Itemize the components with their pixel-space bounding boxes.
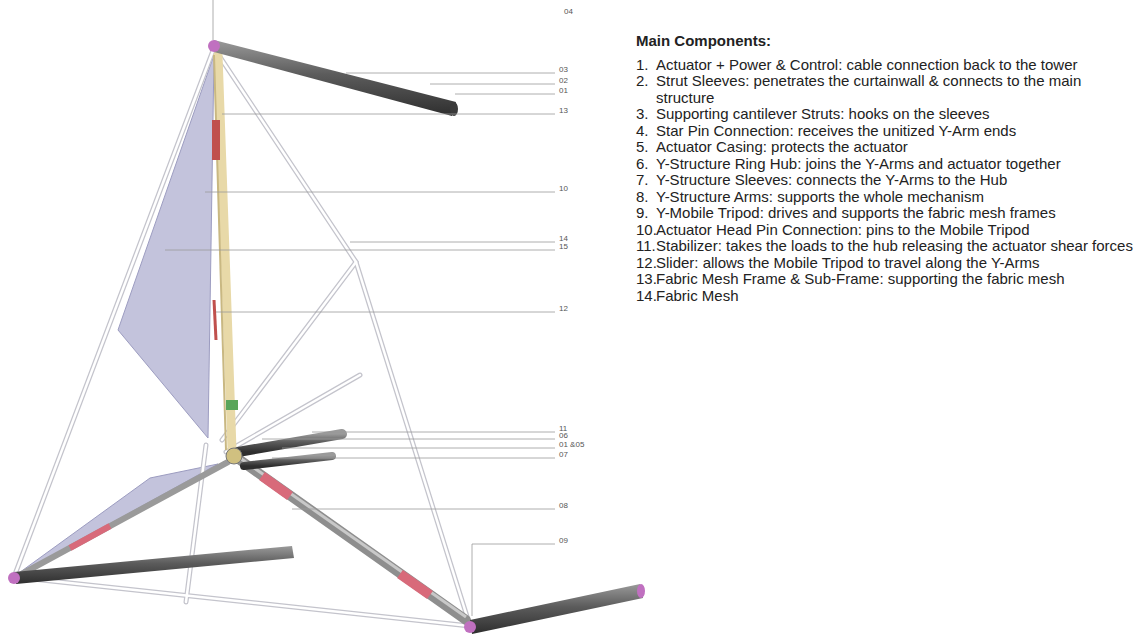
item-number: 3.: [636, 106, 656, 123]
callout-number: 01 &05: [558, 440, 585, 449]
component-item: 3.Supporting cantilever Struts: hooks on…: [636, 106, 1141, 123]
component-description: Y-Structure Ring Hub: joins the Y-Arms a…: [656, 156, 1141, 173]
component-description: Star Pin Connection: receives the unitiz…: [656, 123, 1141, 140]
callout-number: 02: [558, 76, 569, 85]
callout-number: 04: [563, 7, 574, 16]
callout-number: 10: [558, 184, 569, 193]
item-number: 13.: [636, 271, 656, 288]
component-item: 13.Fabric Mesh Frame & Sub-Frame: suppor…: [636, 271, 1141, 288]
component-description: Stabilizer: takes the loads to the hub r…: [656, 238, 1141, 255]
item-number: 4.: [636, 123, 656, 140]
component-description: Supporting cantilever Struts: hooks on t…: [656, 106, 1141, 123]
item-number: 12.: [636, 255, 656, 272]
component-description: Strut Sleeves: penetrates the curtainwal…: [656, 73, 1141, 106]
component-item: 12.Slider: allows the Mobile Tripod to t…: [636, 255, 1141, 272]
item-number: 10.: [636, 222, 656, 239]
component-item: 11.Stabilizer: takes the loads to the hu…: [636, 238, 1141, 255]
item-number: 2.: [636, 73, 656, 106]
item-number: 5.: [636, 139, 656, 156]
callout-number: 03: [558, 65, 569, 74]
component-item: 6.Y-Structure Ring Hub: joins the Y-Arms…: [636, 156, 1141, 173]
component-list: Main Components: 1.Actuator + Power & Con…: [636, 33, 1141, 304]
component-item: 8.Y-Structure Arms: supports the whole m…: [636, 189, 1141, 206]
item-number: 8.: [636, 189, 656, 206]
component-item: 1.Actuator + Power & Control: cable conn…: [636, 57, 1141, 74]
component-description: Y-Structure Arms: supports the whole mec…: [656, 189, 1141, 206]
item-number: 9.: [636, 205, 656, 222]
component-description: Y-Structure Sleeves: connects the Y-Arms…: [656, 172, 1141, 189]
component-item: 5.Actuator Casing: protects the actuator: [636, 139, 1141, 156]
component-item: 14.Fabric Mesh: [636, 288, 1141, 305]
item-number: 6.: [636, 156, 656, 173]
component-item: 4.Star Pin Connection: receives the unit…: [636, 123, 1141, 140]
component-item: 9.Y-Mobile Tripod: drives and supports t…: [636, 205, 1141, 222]
component-description: Fabric Mesh: [656, 288, 1141, 305]
component-description: Fabric Mesh Frame & Sub-Frame: supportin…: [656, 271, 1141, 288]
component-description: Actuator Head Pin Connection: pins to th…: [656, 222, 1141, 239]
item-number: 14.: [636, 288, 656, 305]
callout-number: 12: [558, 304, 569, 313]
item-number: 11.: [636, 238, 656, 255]
callout-number: 06: [558, 431, 569, 440]
callout-number: 13: [558, 106, 569, 115]
callout-number: 08: [558, 501, 569, 510]
callout-number: 01: [558, 86, 569, 95]
list-title: Main Components:: [636, 33, 1141, 50]
component-item: 7.Y-Structure Sleeves: connects the Y-Ar…: [636, 172, 1141, 189]
callout-number: 15: [558, 242, 569, 251]
callout-number: 09: [558, 536, 569, 545]
item-number: 7.: [636, 172, 656, 189]
callout-number: 07: [558, 450, 569, 459]
component-description: Slider: allows the Mobile Tripod to trav…: [656, 255, 1141, 272]
item-number: 1.: [636, 57, 656, 74]
component-item: 2.Strut Sleeves: penetrates the curtainw…: [636, 73, 1141, 106]
component-description: Y-Mobile Tripod: drives and supports the…: [656, 205, 1141, 222]
component-description: Actuator Casing: protects the actuator: [656, 139, 1141, 156]
component-description: Actuator + Power & Control: cable connec…: [656, 57, 1141, 74]
component-item: 10.Actuator Head Pin Connection: pins to…: [636, 222, 1141, 239]
